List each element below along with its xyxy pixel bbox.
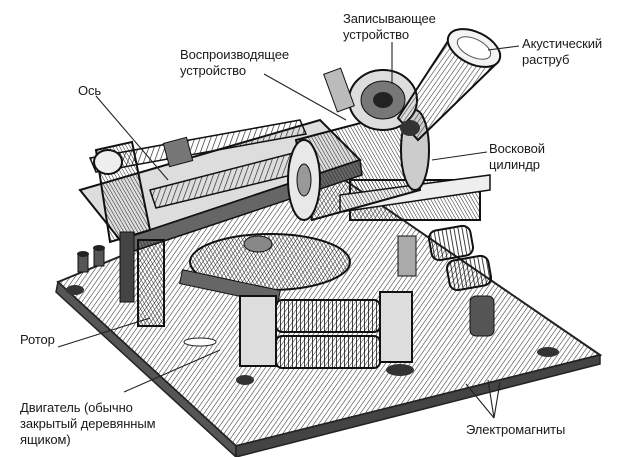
label-playback-device: Воспроизводящее устройство: [180, 47, 289, 78]
label-acoustic-horn: Акустический раструб: [522, 36, 603, 67]
terminal-posts: [77, 245, 105, 273]
leader-magnet-3: [493, 381, 501, 419]
electromagnet-coils: [275, 224, 495, 369]
leader-rotor: [57, 317, 151, 348]
label-motor: Двигатель (обычно закрытый деревянным ящ…: [20, 400, 156, 447]
label-wax-cylinder: Восковой цилиндр: [489, 141, 545, 172]
leader-reproducer: [263, 73, 347, 121]
leader-cylinder: [431, 151, 488, 161]
leader-motor: [123, 349, 221, 393]
leader-magnet-1: [465, 383, 495, 419]
leader-magnet-2: [487, 379, 495, 419]
leader-lines: [57, 42, 520, 419]
label-rotor: Ротор: [20, 332, 55, 347]
label-electromagnets: Электромагниты: [466, 422, 566, 437]
label-recording-device: Записывающее устройство: [343, 11, 436, 42]
acoustic-horn: [396, 28, 502, 142]
leader-horn: [487, 45, 520, 51]
motor-mechanism: [179, 233, 414, 376]
axle-shaft: [88, 119, 313, 209]
leader-axle: [95, 95, 169, 181]
label-axle: Ось: [78, 83, 102, 98]
